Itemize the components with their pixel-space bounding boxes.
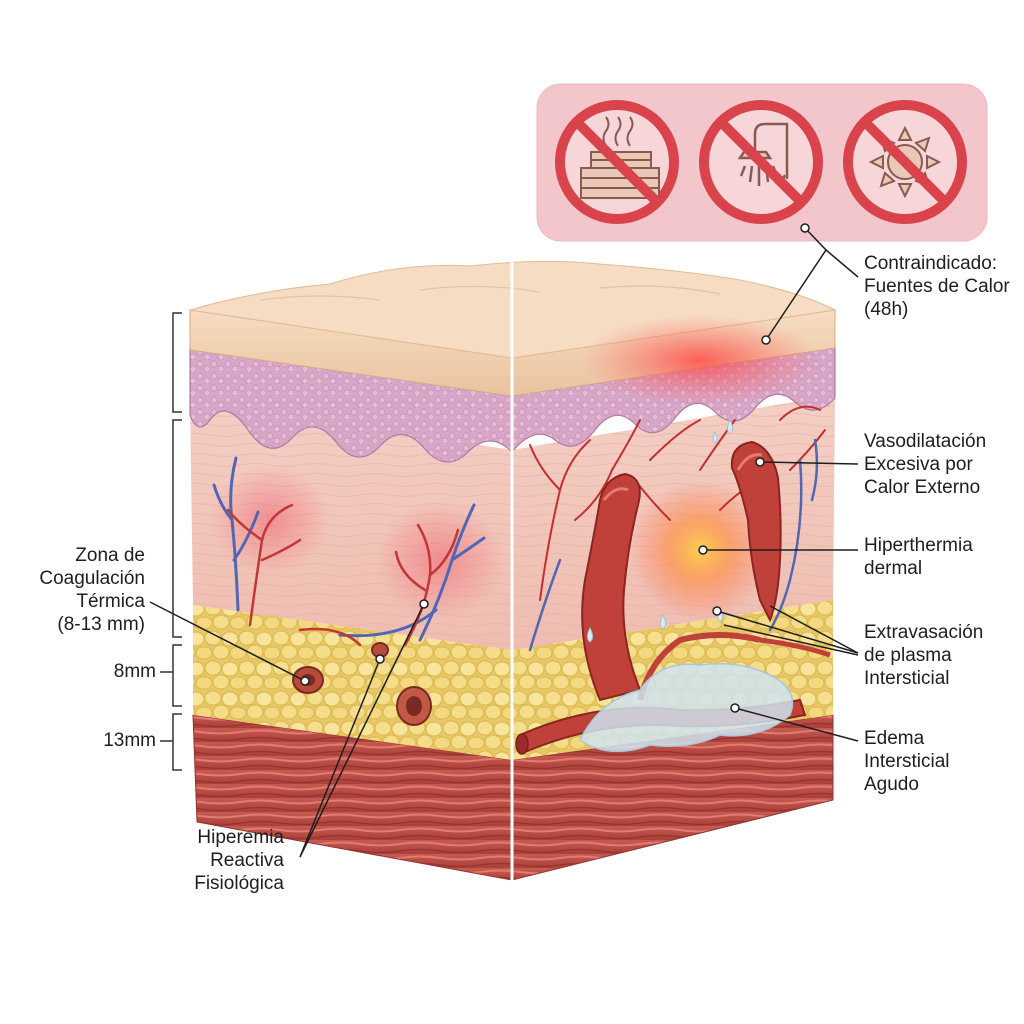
no-hot-shower-icon (699, 100, 823, 224)
depth-brackets (160, 312, 182, 771)
contraindication-panel (536, 83, 988, 242)
label-contraindicated: Contraindicado: Fuentes de Calor (48h) (864, 253, 1010, 320)
no-sauna-icon (555, 100, 679, 224)
label-edema: Edema Intersticial Agudo (864, 728, 950, 795)
label-depth-13mm: 13mm (103, 730, 156, 751)
interstitial-edema (579, 663, 794, 753)
leader-endpoints (300, 223, 810, 713)
label-reactive-hyperemia: Hiperemia Reactiva Fisiológica (194, 827, 284, 894)
label-hyperthermia: Hiperthermia dermal (864, 535, 973, 579)
dilated-vessel (730, 440, 782, 623)
dilated-vessel (581, 472, 642, 702)
reactive-hyperemia-region (210, 456, 505, 726)
leader-lines (149, 227, 859, 858)
label-depth-8mm: 8mm (113, 661, 156, 682)
label-vasodilation: Vasodilatación Excesiva por Calor Extern… (864, 431, 987, 498)
label-extravasation: Extravasación de plasma Intersticial (864, 622, 984, 689)
no-sun-exposure-icon (843, 100, 967, 224)
skin-block (189, 260, 837, 882)
label-coagulation-zone: Zona de Coagulación Térmica (8-13 mm) (39, 545, 145, 635)
